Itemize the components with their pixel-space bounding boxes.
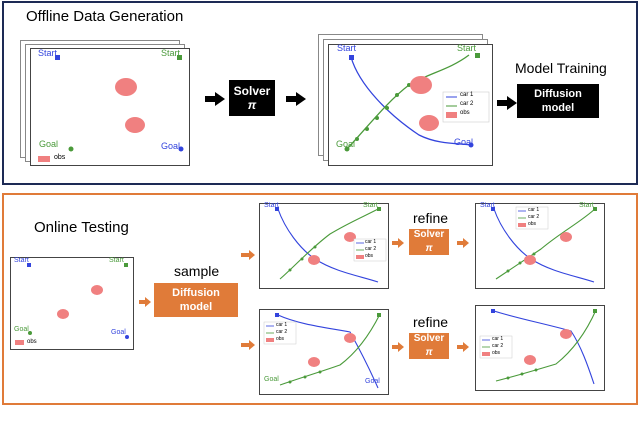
online-title: Online Testing (34, 219, 129, 236)
trajectory-plot-offline: Start Start Goal Goal car 1 car 2 obs (328, 43, 493, 166)
diffusion-label-line1: Diffusion (172, 287, 220, 299)
arrow-to-sample-2 (241, 340, 255, 350)
diffusion-model-box-training: Diffusion model (517, 84, 599, 118)
goal-label-car1: Goal (365, 378, 380, 385)
goal-label-car1: Goal (161, 141, 181, 151)
refined-trajectory-plot-2: car 1 car 2 obs (475, 305, 605, 391)
arrow-to-trajectories (286, 92, 306, 106)
model-training-label: Model Training (515, 60, 607, 76)
sampled-svg-1 (275, 207, 387, 283)
diffusion-label-line1: Diffusion (534, 88, 582, 100)
solver-symbol: π (425, 243, 433, 254)
sample-label: sample (174, 263, 220, 279)
sampled-svg-2 (263, 313, 381, 389)
online-testing-panel (2, 193, 638, 405)
legend-car2: car 2 (365, 246, 377, 252)
start-label-car2: Start (109, 257, 124, 264)
solver-symbol: π (425, 347, 433, 358)
legend-car1: car 1 (365, 239, 377, 245)
diffusion-model-box-sample: Diffusion model (154, 283, 238, 317)
refined-trajectory-plot-1: Start Start car 1 car 2 obs (475, 202, 605, 289)
goal-label-car1: Goal (454, 137, 474, 147)
start-goal-plot-online: Start Start Goal Goal obs (10, 257, 134, 350)
start-label-car2: Start (363, 202, 378, 209)
goal-label-car2: Goal (264, 376, 279, 383)
arrow-to-diffusion (139, 297, 151, 307)
refine-label-1: refine (413, 210, 449, 226)
legend-car2: car 2 (492, 343, 504, 349)
solver-box-refine-1: Solver π (409, 229, 449, 255)
arrow-to-solver (205, 92, 225, 106)
offline-data-generation-panel (2, 1, 638, 185)
legend-car1: car 1 (276, 322, 288, 328)
legend-car2: car 2 (276, 329, 288, 335)
legend-obs-label: obs (54, 154, 66, 161)
legend-obs: obs (365, 253, 374, 259)
start-label-car2: Start (579, 202, 594, 209)
start-label-car1: Start (480, 202, 495, 209)
solver-label: Solver (413, 333, 445, 344)
solver-box-refine-2: Solver π (409, 333, 449, 359)
legend-car1: car 1 (492, 336, 504, 342)
start-label-car1: Start (264, 202, 279, 209)
car2-goal-marker (68, 146, 74, 152)
start-goal-svg-online (15, 263, 129, 345)
arrow-to-diffusion-training (497, 96, 517, 110)
solver-symbol: π (247, 98, 257, 112)
start-goal-plot-offline: Start Start Goal Goal obs (30, 48, 190, 166)
goal-label-car2: Goal (336, 139, 356, 149)
arrow-to-refine-2 (392, 342, 404, 352)
goal-label-car1: Goal (111, 329, 126, 336)
legend-car1: car 1 (528, 207, 540, 213)
start-label-car1: Start (337, 43, 357, 53)
legend-obs-label: obs (27, 339, 37, 345)
start-goal-svg (38, 55, 184, 162)
solver-label: Solver (413, 229, 445, 240)
arrow-to-refined-1 (457, 238, 469, 248)
goal-label-car2: Goal (14, 326, 29, 333)
legend-obs: obs (276, 336, 285, 342)
refine-label-2: refine (413, 314, 449, 330)
arrow-to-refined-2 (457, 342, 469, 352)
start-label-car2: Start (161, 48, 181, 58)
legend-obs: obs (460, 110, 470, 116)
legend-car2: car 2 (528, 214, 540, 220)
refined-svg-2 (479, 309, 597, 385)
refined-svg-1 (491, 206, 597, 283)
sampled-trajectory-plot-1: Start Start car 1 car 2 obs (259, 202, 389, 289)
solver-box-offline: Solver π (229, 80, 275, 116)
obstacle-2 (125, 117, 145, 133)
obstacle-1 (115, 78, 137, 96)
start-label-car1: Start (38, 48, 58, 58)
legend-car1: car 1 (460, 92, 474, 98)
car1-start-marker (55, 55, 60, 60)
car2-start-marker (177, 55, 182, 60)
legend-obs-swatch (38, 156, 50, 162)
diffusion-label-line2: model (179, 301, 213, 313)
car1-goal-marker (178, 146, 184, 152)
arrow-to-sample-1 (241, 250, 255, 260)
legend-car2: car 2 (460, 101, 474, 107)
goal-label-car2: Goal (39, 139, 59, 149)
trajectory-svg-offline (344, 53, 490, 152)
legend-obs: obs (528, 221, 537, 227)
diffusion-label-line2: model (541, 102, 575, 114)
offline-title: Offline Data Generation (26, 8, 184, 25)
start-label-car1: Start (14, 257, 29, 264)
legend-obs: obs (492, 350, 501, 356)
solver-label: Solver (233, 84, 271, 98)
sampled-trajectory-plot-2: car 1 car 2 obs Goal Goal (259, 309, 389, 395)
start-label-car2: Start (457, 43, 477, 53)
arrow-to-refine-1 (392, 238, 404, 248)
